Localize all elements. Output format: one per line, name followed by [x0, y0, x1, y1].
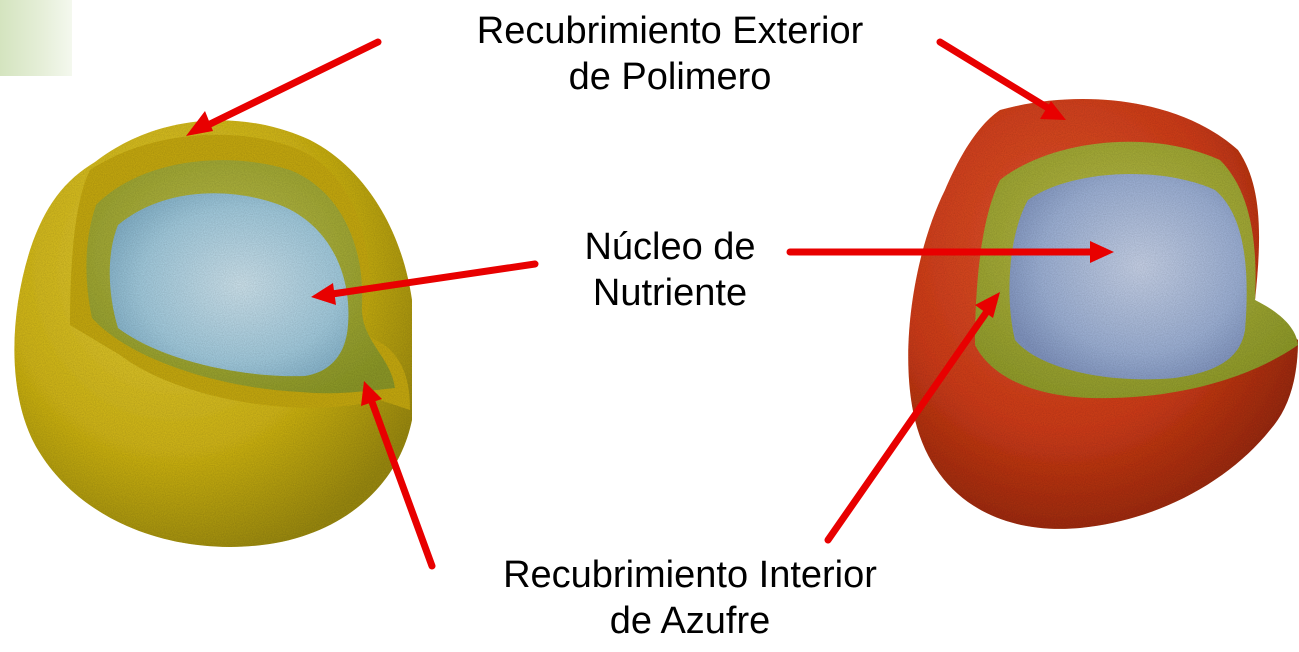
- arrows: [186, 38, 1114, 570]
- arrow-core-left: [311, 260, 539, 305]
- label-inner-coating-line2: de Azufre: [609, 600, 771, 642]
- arrow-inner-right: [824, 292, 1000, 544]
- label-nutrient-core-line2: Nutriente: [592, 272, 748, 314]
- arrow-core-right: [786, 241, 1114, 263]
- left-nutrient-core: [109, 193, 349, 377]
- label-outer-coating: Recubrimiento Exterior de Polimero: [400, 8, 940, 100]
- right-granule: [908, 99, 1298, 529]
- label-outer-coating-line2: de Polimero: [568, 56, 772, 98]
- left-granule: [14, 120, 413, 547]
- corner-accent: [0, 0, 72, 76]
- right-nutrient-core: [1009, 173, 1247, 380]
- label-nutrient-core: Núcleo de Nutriente: [540, 224, 800, 316]
- label-nutrient-core-line1: Núcleo de: [584, 226, 756, 268]
- arrow-outer-right: [936, 38, 1066, 120]
- arrow-outer-left: [186, 38, 382, 136]
- label-inner-coating-line1: Recubrimiento Interior: [503, 554, 877, 596]
- arrow-inner-left: [361, 381, 436, 570]
- label-inner-coating: Recubrimiento Interior de Azufre: [420, 552, 960, 644]
- label-outer-coating-line1: Recubrimiento Exterior: [476, 10, 864, 52]
